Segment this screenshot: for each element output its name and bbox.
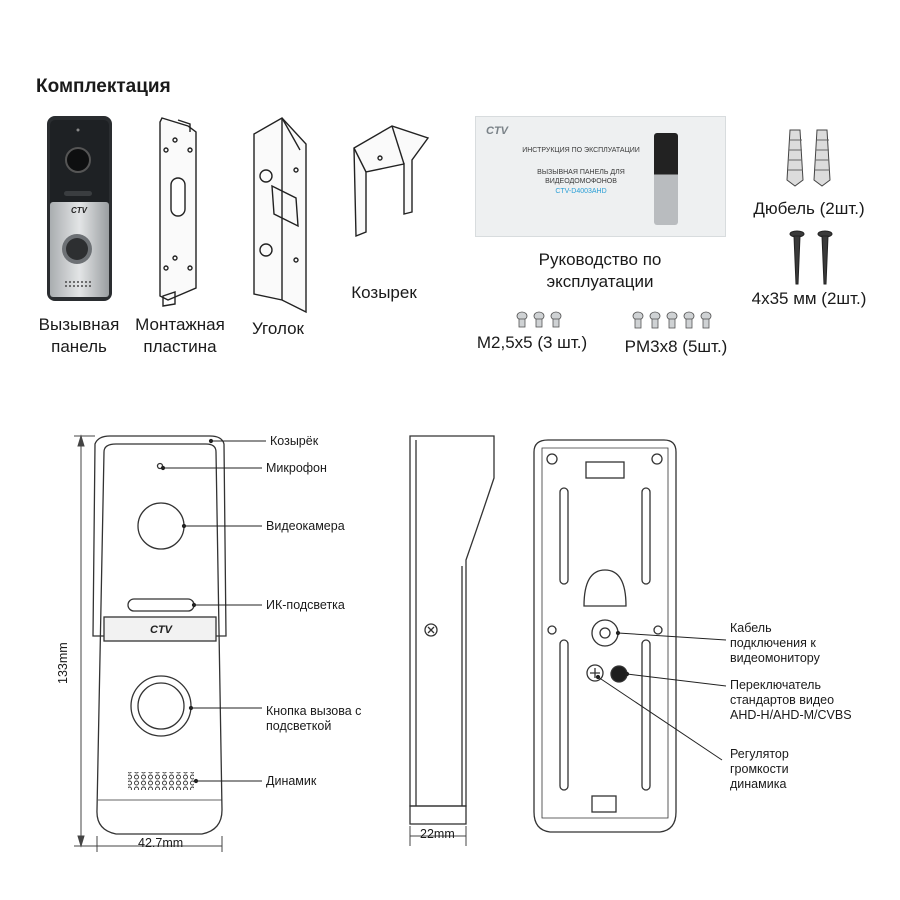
- back-callout-lines: [595, 630, 727, 761]
- caption-manual: Руководство по эксплуатации: [538, 250, 662, 291]
- caption-screw-m25: M2,5x5 (3 шт.): [476, 333, 588, 352]
- small-screws-m25-image: [516, 311, 562, 328]
- front-logo: CTV: [150, 624, 174, 636]
- callout-camera: Видеокамера: [266, 519, 345, 533]
- front-callout-lines: [160, 438, 266, 784]
- callout-ir: ИК-подсветка: [266, 598, 345, 612]
- svg-text:CTV: CTV: [71, 206, 88, 215]
- callout-switch: Переключатель стандартов видео AHD-H/AHD…: [730, 678, 852, 722]
- width-dimension-line: [96, 836, 223, 852]
- small-screws-pm3-image: [632, 311, 712, 329]
- depth-dimension-label: 22mm: [420, 827, 455, 841]
- front-view-drawing: [92, 435, 227, 835]
- callout-cable: Кабель подключения к видеомонитору: [730, 621, 820, 665]
- call-panel-image: CTV: [47, 116, 112, 301]
- manual-panel-photo: [654, 133, 678, 225]
- depth-dimension-line: [409, 826, 467, 846]
- height-dimension-label: 133mm: [56, 642, 70, 684]
- corner-bracket-image: [253, 117, 307, 314]
- manual-line1: ИНСТРУКЦИЯ ПО ЭКСПЛУАТАЦИИ: [522, 147, 640, 154]
- manual-cover-image: CTV ИНСТРУКЦИЯ ПО ЭКСПЛУАТАЦИИ ВЫЗЫВНАЯ …: [475, 116, 726, 237]
- caption-visor: Козырек: [351, 283, 417, 302]
- dowel-image: [786, 129, 831, 187]
- callout-visor: Козырёк: [270, 434, 319, 448]
- callout-mic: Микрофон: [266, 461, 327, 475]
- long-screw-image: [789, 230, 833, 285]
- caption-panel: Вызывная панель: [38, 315, 120, 356]
- side-view-drawing: [409, 435, 495, 825]
- visor-image: [353, 125, 430, 238]
- callout-volume: Регулятор громкости динамика: [730, 747, 789, 791]
- back-view-drawing: [533, 439, 677, 833]
- caption-dowel: Дюбель (2шт.): [753, 199, 865, 218]
- callout-speaker: Динамик: [266, 774, 317, 788]
- manual-model: CTV-D4003AHD: [555, 188, 607, 195]
- caption-long-screw: 4x35 мм (2шт.): [751, 289, 867, 308]
- callout-call-button: Кнопка вызова с подсветкой: [266, 704, 362, 733]
- manual-logo: CTV: [486, 125, 508, 137]
- width-dimension-label: 42.7mm: [138, 836, 184, 850]
- page-title: Комплектация: [36, 76, 171, 97]
- height-dimension-line: [74, 434, 104, 848]
- manual-line3: ВИДЕОДОМОФОНОВ: [545, 178, 617, 185]
- manual-line2: ВЫЗЫВНАЯ ПАНЕЛЬ ДЛЯ: [537, 169, 625, 176]
- mounting-plate-image: [159, 117, 197, 307]
- caption-screw-pm3: PM3x8 (5шт.): [624, 337, 728, 356]
- caption-corner: Уголок: [252, 319, 304, 338]
- caption-plate: Монтажная пластина: [135, 315, 225, 356]
